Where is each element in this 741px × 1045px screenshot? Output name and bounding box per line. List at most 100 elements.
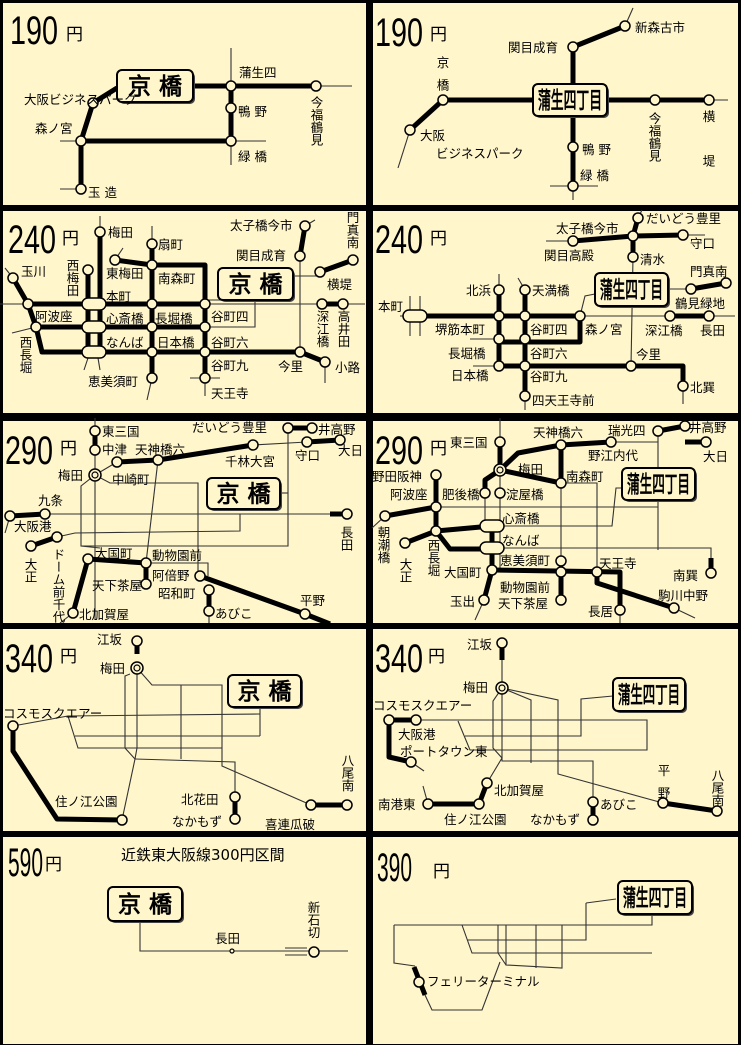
station-marker (493, 310, 505, 322)
transfer-station-marker (81, 345, 107, 359)
route-line-thin (501, 688, 594, 802)
station-label: 千林大宮 (225, 454, 275, 469)
umeda-station-marker-inner (496, 466, 504, 474)
route-line-thin (56, 514, 241, 538)
station-marker (229, 813, 241, 825)
route-line-thin (416, 719, 648, 751)
station-marker (341, 508, 353, 520)
station-label: 大国町 (95, 546, 133, 561)
station-label: 門真南 (345, 211, 360, 249)
station-marker (337, 298, 349, 310)
station-label: 本町 (106, 289, 131, 304)
station-marker (555, 555, 567, 567)
route-line-thin (465, 695, 614, 737)
station-marker (146, 259, 158, 271)
route-line-bold (404, 528, 492, 552)
station-label: 谷町九 (530, 369, 568, 384)
station-marker (294, 346, 306, 358)
station-marker (7, 272, 19, 284)
route-line-thin (124, 673, 136, 760)
station-label: 平野 (656, 764, 671, 809)
station-marker (625, 360, 637, 372)
station-marker (229, 791, 241, 803)
fare-amount: 240 (8, 218, 56, 262)
station-marker (574, 310, 586, 322)
station-marker (493, 333, 505, 345)
route-line-thin (252, 441, 308, 446)
station-label: なかもず (172, 814, 222, 829)
station-label: 中津 (102, 442, 127, 457)
station-label: 長田 (215, 931, 240, 946)
station-marker (314, 266, 326, 278)
station-marker (67, 607, 79, 619)
route-line-bold (384, 504, 437, 519)
station-label: 西梅田 (65, 259, 80, 297)
station-marker (194, 570, 206, 582)
station-marker (109, 254, 121, 266)
station-label: 西長堀 (426, 539, 441, 577)
station-marker (473, 798, 485, 810)
station-marker (677, 229, 689, 241)
station-marker (282, 422, 294, 434)
station-label: 谷町九 (211, 358, 249, 373)
station-marker (627, 230, 639, 242)
station-label: 鴨 野 (582, 142, 611, 157)
station-marker (685, 283, 697, 295)
station-label: 小路 (335, 360, 361, 375)
station-marker (247, 439, 259, 451)
station-label: 四天王寺前 (532, 393, 595, 408)
station-marker-small (229, 948, 235, 954)
station-label: 森ノ宮 (585, 322, 623, 337)
hub-station-name: 蒲生四丁目 (538, 88, 602, 114)
station-label: 南森町 (566, 469, 604, 484)
station-marker (199, 372, 211, 384)
fare-amount: 240 (375, 218, 423, 262)
station-label: 鶴見緑地 (675, 296, 726, 311)
station-label: 大阪港 (14, 519, 52, 534)
station-label: 関目成育 (508, 40, 558, 55)
station-label: 長堀橋 (448, 346, 486, 361)
station-marker (116, 814, 128, 826)
station-marker (146, 372, 158, 384)
station-marker (605, 436, 617, 448)
station-marker (422, 798, 434, 810)
hub-station-box (617, 880, 693, 915)
yen-unit: 円 (430, 439, 447, 459)
station-marker (39, 508, 51, 520)
station-label: 大日 (703, 449, 728, 464)
station-label: 喜連瓜破 (265, 817, 315, 832)
station-marker (75, 135, 87, 147)
hub-station-name: 蒲生四丁目 (600, 278, 663, 304)
station-marker (567, 41, 579, 53)
station-label: 動物園前 (152, 548, 202, 563)
station-label: 大正 (398, 558, 413, 583)
route-line-bold (386, 720, 412, 765)
station-label: 森ノ宮 (35, 121, 73, 136)
station-label: 梅田 (518, 462, 543, 477)
station-label: だいどう豊里 (192, 420, 267, 435)
umeda-station-marker (495, 681, 509, 695)
station-label: 門真南 (690, 264, 728, 279)
yen-unit: 円 (66, 25, 83, 45)
route-line-bold (78, 85, 119, 189)
station-label: 堺筋本町 (435, 322, 485, 337)
station-label: ビジネスパーク (436, 146, 524, 161)
station-label: 動物園前 (500, 580, 550, 595)
yen-unit: 円 (62, 229, 79, 249)
station-label: 今里 (278, 359, 303, 374)
station-marker (720, 277, 732, 289)
umeda-station-marker (88, 468, 102, 482)
station-marker (567, 180, 579, 192)
station-marker (567, 141, 579, 153)
station-marker (152, 454, 164, 466)
fare-amount: 190 (10, 9, 58, 53)
station-marker (305, 799, 317, 811)
hub-station-box (107, 886, 183, 922)
station-label: 大阪ビジネスパーク (24, 92, 137, 107)
station-marker (111, 456, 123, 468)
station-label: 八尾南 (710, 769, 725, 807)
route-line-thin (561, 482, 598, 572)
station-label: 中崎町 (112, 472, 150, 487)
station-label: 長居 (588, 604, 613, 619)
